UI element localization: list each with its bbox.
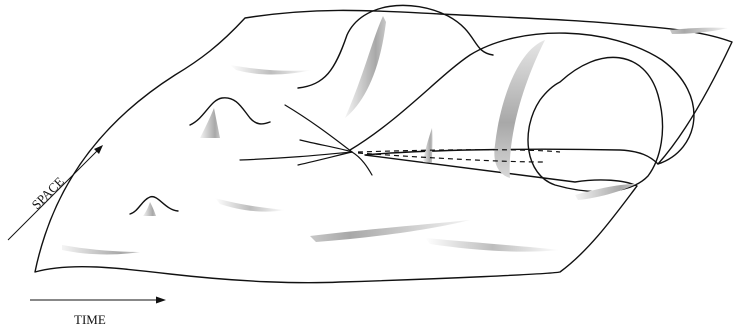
large-hill-shading <box>345 16 386 118</box>
pinch-strand-1 <box>285 105 352 152</box>
wrinkle-shading-7 <box>575 184 636 200</box>
space-axis: SPACE <box>8 145 103 240</box>
fabric-sheet <box>35 10 732 282</box>
wrinkle-shading-4 <box>425 238 560 252</box>
tiny-hill-shading <box>143 202 156 216</box>
wrinkle-shading-2 <box>215 198 285 212</box>
tube-upper-outline <box>350 33 694 164</box>
wrinkle-shading-1 <box>230 65 312 75</box>
tube-shading <box>494 40 545 178</box>
wrinkle-shading-5 <box>62 245 140 254</box>
small-hill-outline <box>190 98 270 125</box>
time-axis-label: TIME <box>74 312 106 327</box>
large-hill-outline <box>298 5 493 88</box>
space-axis-label: SPACE <box>29 174 67 212</box>
wrinkle-shading-3 <box>310 220 470 242</box>
tube-mouth <box>528 57 663 191</box>
time-arrowhead <box>156 297 166 304</box>
time-axis: TIME <box>30 297 166 328</box>
small-hill-shading <box>200 108 220 138</box>
